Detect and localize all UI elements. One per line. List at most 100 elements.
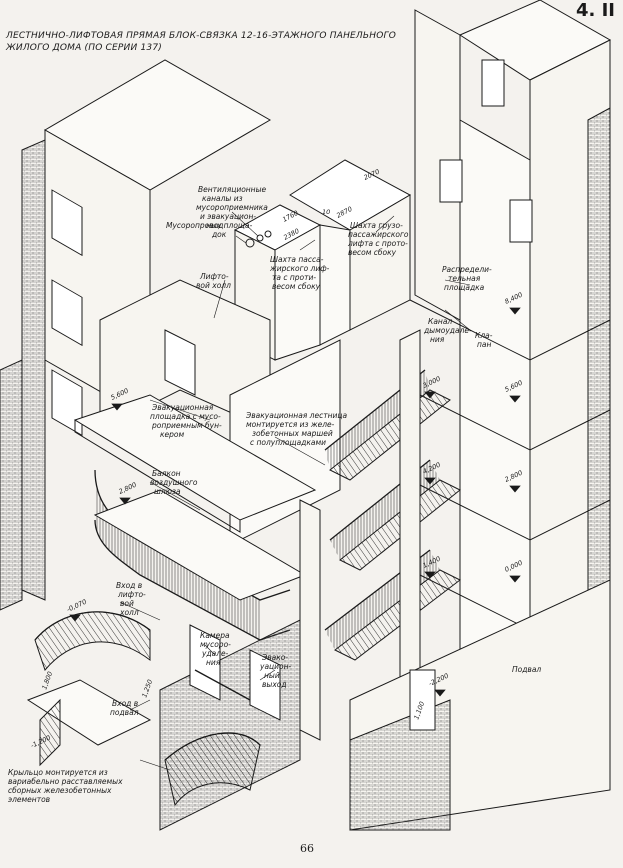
callout-labels: Вентиляционные каналы из мусороприемника… — [8, 185, 541, 804]
vent-channel — [256, 234, 264, 242]
label-vent: док — [211, 230, 227, 239]
label-garbage-chute: Мусоропровод — [166, 221, 223, 230]
balcony-rail-fill — [95, 470, 260, 640]
right-window — [509, 199, 533, 243]
label-trash-room: удале- — [201, 649, 229, 658]
label-evac-exit: Эвако- — [261, 653, 288, 662]
label-evac-stair: Эвакуационная лестница — [245, 411, 347, 420]
label-passenger-shaft: жирского лиф- — [269, 264, 330, 273]
title-line-1: Лестнично-лифтовая прямая блок-связка 12… — [6, 31, 397, 41]
label-lift-hall: вой холл — [196, 281, 231, 290]
floor-slab — [409, 299, 611, 361]
label-evac-stair: с полуплощадками — [250, 438, 326, 447]
right-door — [481, 59, 505, 107]
left-block-brick — [21, 139, 46, 601]
elevation-mark: 2,800 — [117, 481, 137, 496]
label-vent: Вентиляционные — [198, 185, 267, 194]
porch-slab — [26, 679, 152, 746]
elevation-mark: 1,250 — [140, 678, 154, 698]
label-distribution: площадка — [444, 283, 485, 292]
label-evac-exit: уацион- — [259, 662, 292, 671]
ground-door — [189, 624, 221, 701]
porch-rail — [34, 611, 151, 641]
label-entry-lift-hall: Вход в — [116, 581, 142, 590]
stair-column — [399, 329, 421, 701]
label-freight-shaft: лифта с прото- — [347, 239, 408, 248]
label-evac-exit: ный — [264, 671, 280, 680]
label-smoke-channel: Канал — [428, 317, 452, 326]
label-balcony: воздушного — [150, 478, 198, 487]
left-window — [51, 279, 83, 347]
basement-door — [409, 669, 436, 731]
label-trash-room: мусоро- — [200, 640, 231, 649]
label-valve: пан — [477, 340, 491, 349]
label-vent: мусороприемника — [196, 203, 268, 212]
label-entry-basement: Вход в — [112, 699, 138, 708]
label-balcony: Балкон — [152, 469, 181, 478]
page-title: Лестнично-лифтовая прямая блок-связка 12… — [6, 30, 426, 54]
label-entry-basement: подвал — [110, 708, 139, 717]
label-vent: ных площа- — [206, 221, 253, 230]
lift-hall-door — [164, 329, 196, 396]
left-window — [51, 189, 83, 257]
porch-stair — [34, 611, 151, 672]
label-freight-shaft: весом сбоку — [348, 248, 397, 257]
vent-channel — [264, 230, 272, 238]
section-number: 4. II — [575, 0, 615, 21]
shaft-side — [319, 224, 351, 346]
dimension: 10 — [322, 208, 330, 216]
label-evac-stair: монтируется из желе- — [246, 420, 335, 429]
label-vent: и эвакуацион- — [200, 212, 256, 221]
label-entry-lift-hall: лифто- — [117, 590, 146, 599]
elevation-mark: -0,070 — [65, 598, 87, 614]
label-evac-exit: выход — [262, 680, 287, 689]
balcony-slab-edge — [74, 420, 241, 533]
page-number: 66 — [300, 842, 314, 855]
label-passenger-shaft: Шахта пасса- — [270, 255, 324, 264]
label-trash-room: Камера — [200, 631, 230, 640]
label-porch: сборных железобетонных — [8, 786, 112, 795]
label-smoke-channel: ния — [430, 335, 445, 344]
porch-rail — [164, 732, 261, 761]
label-evac-area: роприемным бун- — [151, 421, 222, 430]
ground-door — [249, 649, 281, 721]
label-porch: Крыльцо монтируется из — [8, 768, 108, 777]
label-passenger-shaft: та с проти- — [272, 273, 316, 282]
elevation-markers — [69, 307, 521, 697]
label-distribution: Распредели- — [442, 265, 492, 274]
label-evac-area: кером — [160, 430, 184, 439]
floor-slab — [409, 479, 611, 541]
label-evac-area: Эвакуационная — [151, 403, 214, 412]
elevation-mark: 1,800 — [40, 670, 54, 690]
left-block-top-floor — [0, 359, 23, 611]
stair-column — [299, 499, 321, 741]
porch-stair — [39, 698, 61, 767]
label-entry-lift-hall: холл — [119, 608, 139, 617]
right-window — [439, 159, 463, 203]
label-distribution: тельная — [448, 274, 481, 283]
leader-lines — [119, 211, 471, 771]
building-structure — [0, 0, 612, 831]
label-porch: вариабельно расставляемых — [8, 777, 123, 786]
balcony-slab — [73, 394, 317, 521]
label-valve: Кла- — [475, 331, 493, 340]
label-basement: Подвал — [512, 665, 541, 674]
label-porch: элементов — [8, 795, 50, 804]
label-vent: каналы из — [202, 194, 243, 203]
title-line-2: жилого дома (по серии 137) — [6, 43, 162, 53]
label-passenger-shaft: весом сбоку — [272, 282, 321, 291]
label-smoke-channel: дымоудале- — [423, 326, 472, 335]
label-evac-area: площадка с мусо- — [150, 412, 221, 421]
label-entry-lift-hall: вой — [120, 599, 134, 608]
label-evac-stair: зобетонных маршей — [252, 429, 333, 438]
floor-slab — [409, 389, 611, 451]
label-balcony: шлюза — [154, 487, 181, 496]
label-trash-room: ния — [206, 658, 221, 667]
left-window — [51, 369, 83, 437]
label-freight-shaft: пассажирского — [348, 230, 409, 239]
label-lift-hall: Лифто- — [199, 272, 229, 281]
porch-rail — [194, 669, 251, 701]
label-freight-shaft: Шахта грузо- — [350, 221, 403, 230]
